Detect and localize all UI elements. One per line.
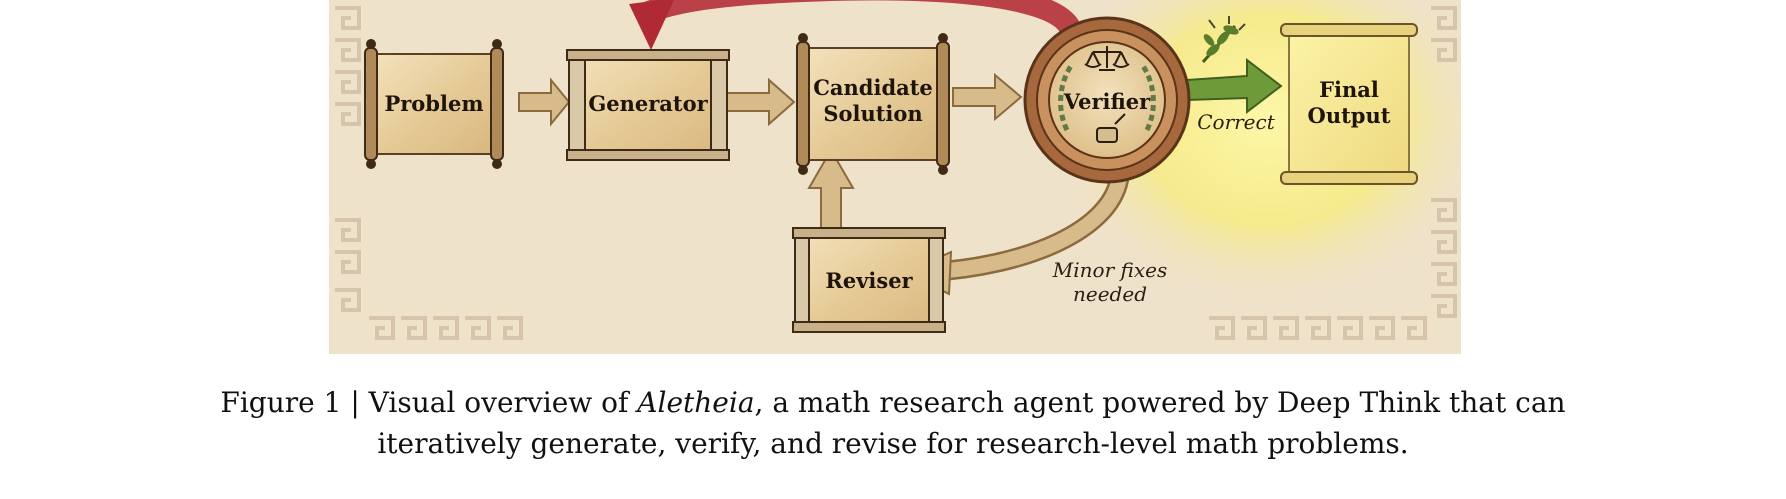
arrow-problem-generator	[518, 77, 571, 127]
caption-prefix: Figure 1 | Visual overview of	[220, 386, 638, 419]
edge-label-minor-fixes: Minor fixes needed	[1052, 258, 1168, 306]
node-problem-label: Problem	[384, 91, 484, 116]
reviser-frame	[792, 227, 946, 333]
problem-scroll	[364, 39, 504, 169]
final-output-scroll	[1280, 23, 1418, 185]
node-generator-label: Generator	[588, 91, 708, 116]
scales-icon	[1084, 46, 1130, 71]
arrow-reviser-candidate	[807, 148, 855, 229]
quill-scroll-icon	[1096, 113, 1126, 143]
greek-key-border	[335, 6, 1457, 340]
diagram-canvas	[335, 0, 1461, 340]
caption-line-1: Figure 1 | Visual overview of Aletheia, …	[120, 382, 1666, 423]
generator-frame	[566, 49, 730, 161]
figure-diagram: Problem Generator Candidate Solution Ver…	[329, 0, 1461, 354]
caption-line-2: iteratively generate, verify, and revise…	[377, 427, 1409, 460]
node-final-output-label: Final Output	[1307, 77, 1391, 128]
arrow-verifier-final	[1186, 57, 1283, 115]
candidate-solution-scroll	[796, 33, 950, 175]
olive-branch-icon	[1201, 16, 1246, 63]
node-candidate-solution-label: Candidate Solution	[813, 75, 933, 126]
caption-emphasis: Aletheia	[637, 386, 755, 419]
edge-label-correct: Correct	[1197, 110, 1275, 134]
caption-line1-rest: , a math research agent powered by Deep …	[754, 386, 1566, 419]
node-verifier-label: Verifier	[1063, 89, 1151, 114]
arrow-generator-candidate	[722, 77, 796, 127]
feedback-arrow-red	[629, 0, 1080, 50]
node-reviser-label: Reviser	[825, 268, 913, 293]
arrow-candidate-verifier	[952, 72, 1023, 122]
verifier-medallion	[1023, 16, 1191, 184]
figure-caption: Figure 1 | Visual overview of Aletheia, …	[120, 382, 1666, 464]
